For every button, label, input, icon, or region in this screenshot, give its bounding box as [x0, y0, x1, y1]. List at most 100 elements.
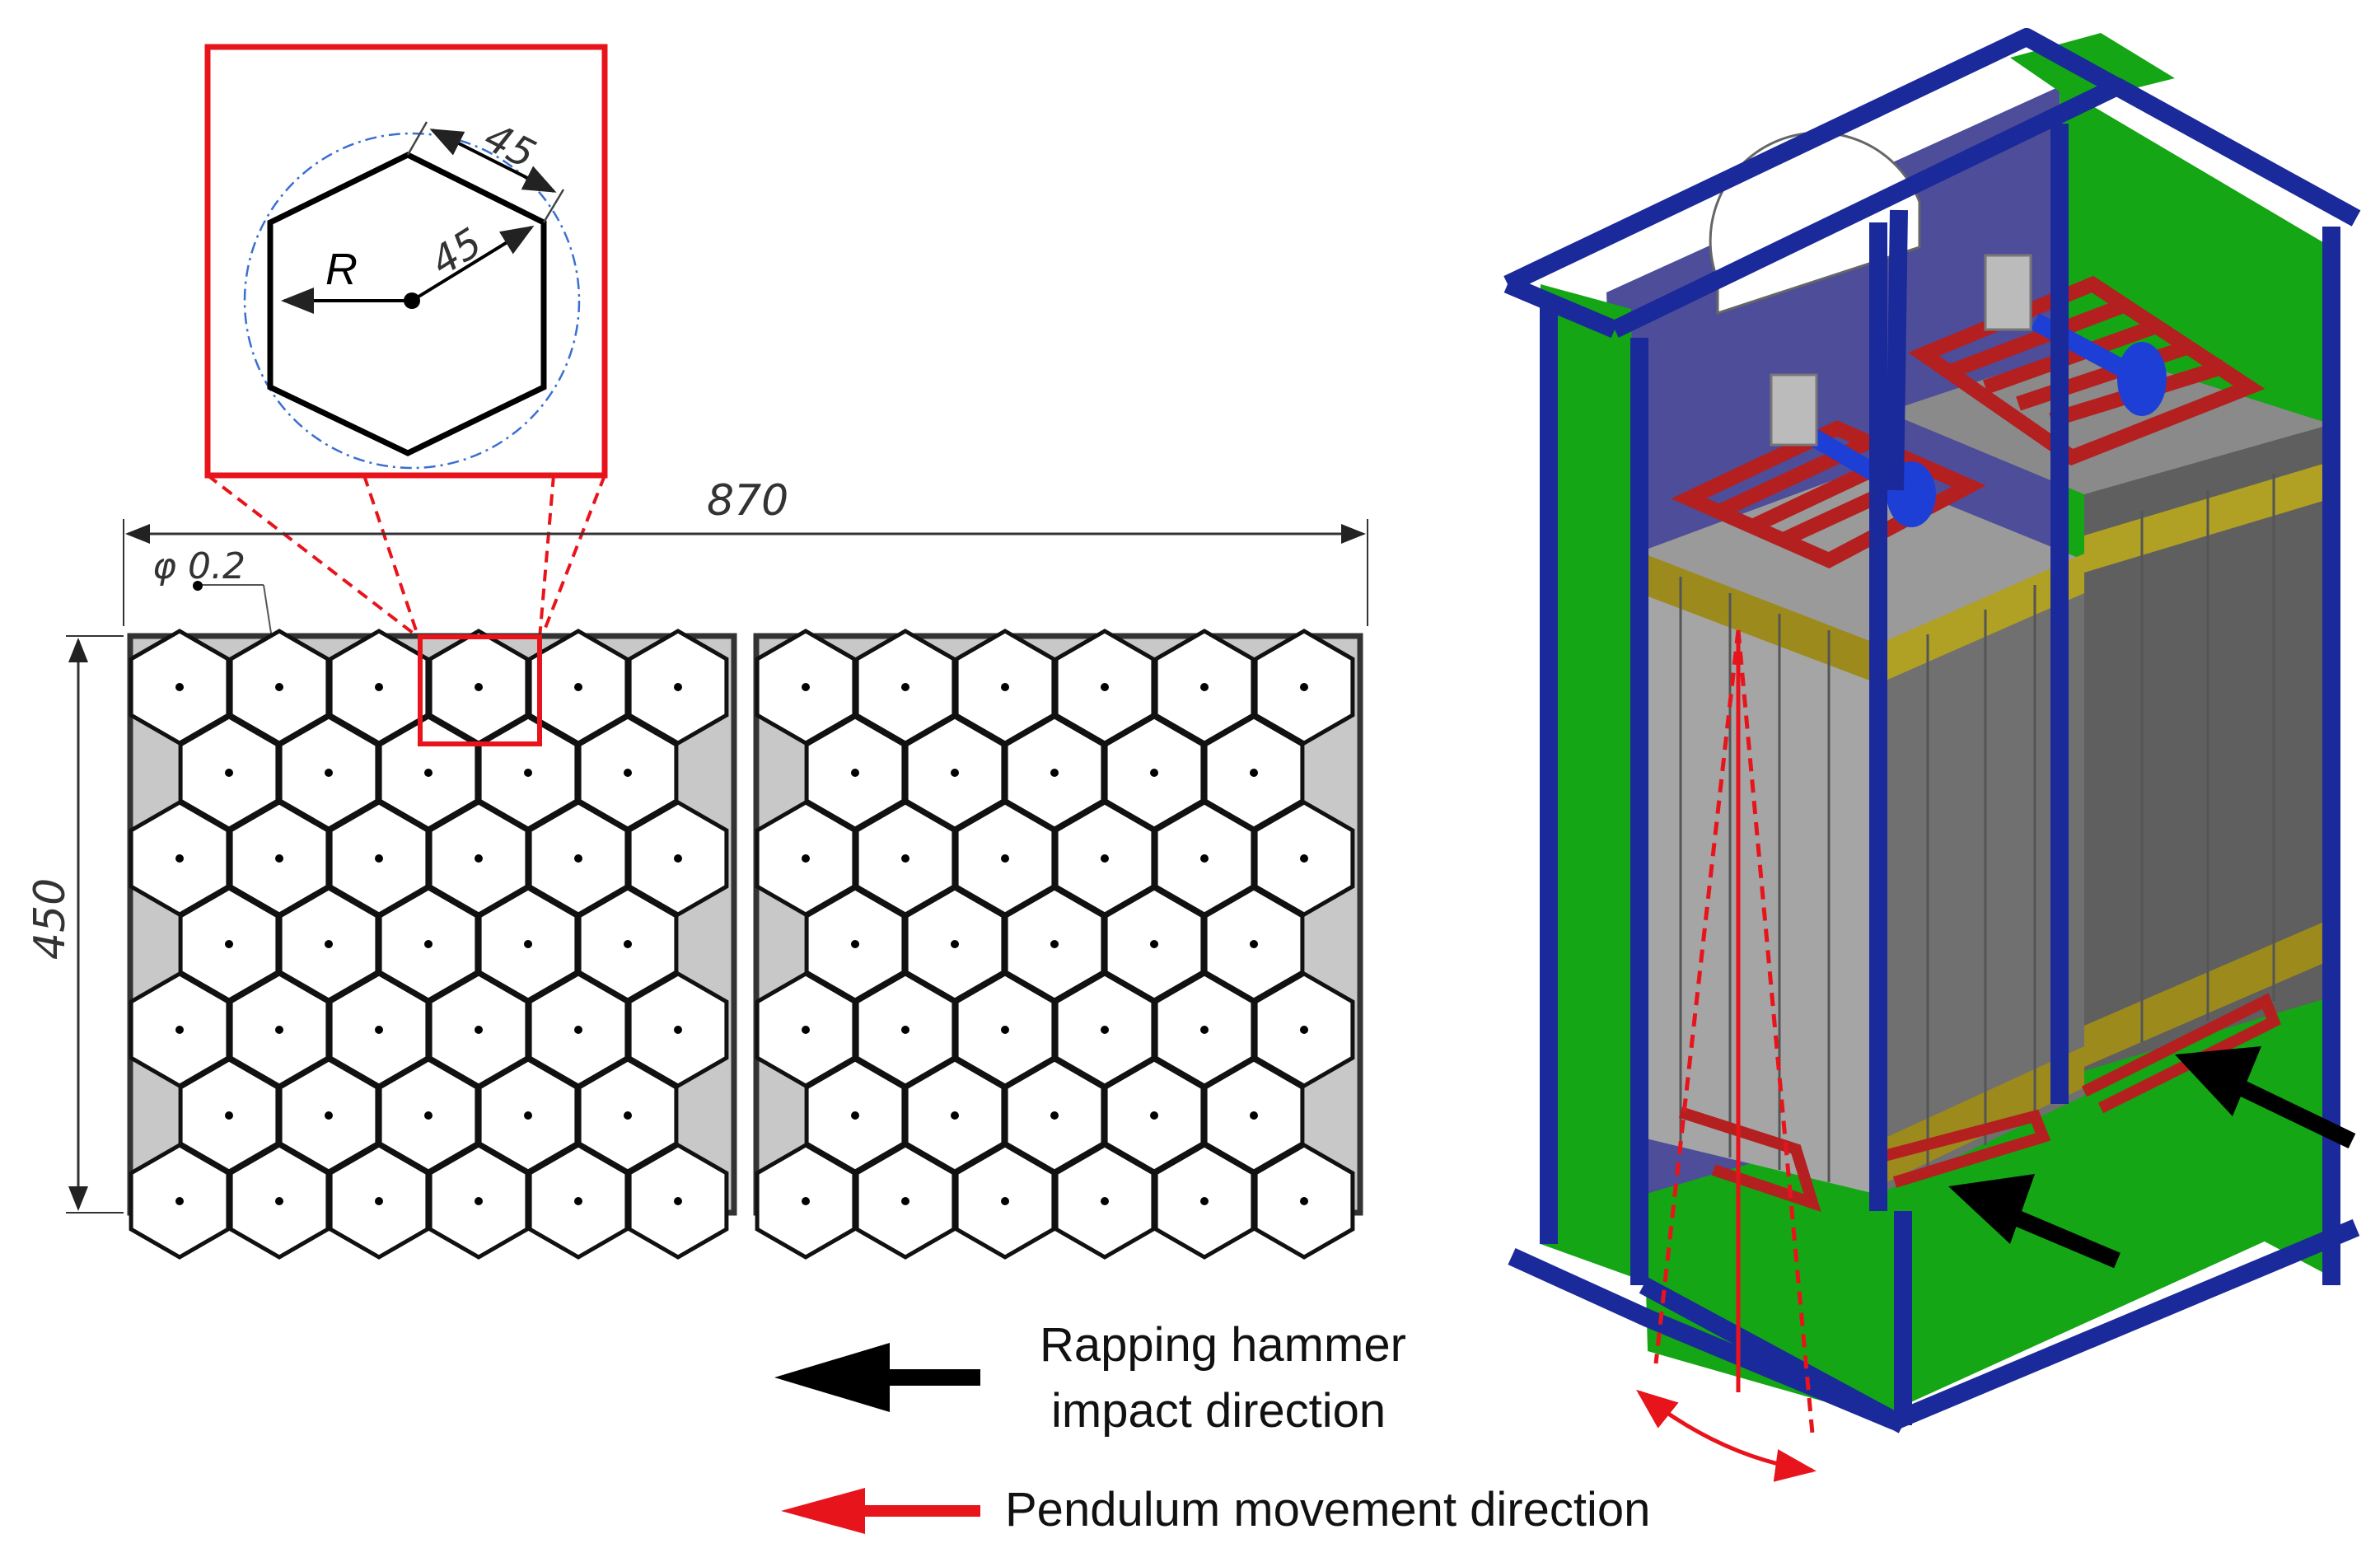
hex-center-hole: [325, 940, 333, 948]
hex-center-hole: [901, 1026, 909, 1034]
overall-width-label: 870: [707, 476, 788, 526]
dimension-lines: [66, 519, 1368, 1214]
hex-center-hole: [275, 1026, 283, 1034]
red-arrow-left-icon: [781, 1488, 980, 1534]
hex-center-hole: [325, 1111, 333, 1120]
hex-center-hole: [951, 769, 959, 777]
hex-center-hole: [674, 1026, 682, 1034]
hex-center-hole: [424, 940, 433, 948]
hex-grid-left: [129, 629, 729, 1260]
hex-center-hole: [1101, 683, 1109, 691]
hex-center-hole: [275, 1197, 283, 1205]
hex-center-hole: [624, 940, 632, 948]
hex-center-hole: [1001, 854, 1009, 863]
radius-symbol-label: R: [325, 245, 358, 294]
hex-center-hole: [851, 1111, 859, 1120]
honeycomb-plate-right: [753, 629, 1363, 1260]
hex-center-hole: [574, 1197, 582, 1205]
hex-center-hole: [1101, 1026, 1109, 1034]
hex-center-hole: [275, 854, 283, 863]
left-panel-green: [1541, 284, 1644, 1281]
detail-highlight-box: [418, 634, 542, 746]
hex-center-hole: [175, 683, 184, 691]
hex-center-hole: [574, 854, 582, 863]
hex-center-hole: [951, 1111, 959, 1120]
hex-center-hole: [1150, 769, 1158, 777]
hex-center-hole: [1200, 1197, 1209, 1205]
precipitator-assembly: [1503, 28, 2361, 1482]
hex-center-hole: [574, 683, 582, 691]
height-label: 450: [26, 878, 75, 960]
hex-center-hole: [802, 854, 810, 863]
hex-center-hole: [1150, 940, 1158, 948]
hex-center-hole: [175, 1197, 184, 1205]
hex-center-hole: [1300, 683, 1308, 691]
hex-center-hole: [375, 1197, 383, 1205]
hex-center-hole: [424, 1111, 433, 1120]
hex-center-hole: [951, 940, 959, 948]
legend-pendulum: Pendulum movement direction: [1005, 1483, 1650, 1536]
hex-center-hole: [1050, 769, 1059, 777]
hex-center-hole: [1200, 683, 1209, 691]
hex-center-hole: [901, 683, 909, 691]
hex-center-hole: [524, 1111, 532, 1120]
hex-grid-right: [755, 629, 1355, 1260]
hex-center-hole: [475, 1026, 483, 1034]
hex-center-hole: [1250, 769, 1258, 777]
hex-center-hole: [375, 683, 383, 691]
hex-center-hole: [674, 854, 682, 863]
hex-center-hole: [802, 1026, 810, 1034]
legend-rapping-line2: impact direction: [1051, 1384, 1386, 1438]
hex-center-hole: [901, 854, 909, 863]
hex-center-hole: [1101, 854, 1109, 863]
hex-detail-inset: R 45 45: [204, 44, 608, 479]
hex-center-hole: [1200, 854, 1209, 863]
pendulum-indicator: [1636, 629, 1817, 1482]
hex-center-hole: [225, 940, 233, 948]
hex-center-hole: [1300, 1026, 1308, 1034]
hex-center-hole: [1300, 854, 1308, 863]
outer-frame: [1503, 28, 2361, 1433]
hex-center-hole: [624, 1111, 632, 1120]
hex-center-hole: [574, 1026, 582, 1034]
tape-upper-left: [1639, 552, 1878, 684]
legend: Rapping hammer impact direction Pendulum…: [774, 1318, 1650, 1536]
hex-center-hole: [1300, 1197, 1308, 1205]
hex-center-hole: [1001, 1197, 1009, 1205]
hex-center-hole: [851, 769, 859, 777]
hex-center-hole: [524, 940, 532, 948]
hex-center-hole: [175, 854, 184, 863]
hex-center-hole: [225, 769, 233, 777]
hex-center-hole: [275, 683, 283, 691]
hex-center-hole: [901, 1197, 909, 1205]
hex-center-hole: [674, 1197, 682, 1205]
hex-center-hole: [802, 683, 810, 691]
hex-center-hole: [475, 854, 483, 863]
hex-center-hole: [225, 1111, 233, 1120]
hex-center-hole: [851, 940, 859, 948]
hex-center-hole: [1001, 683, 1009, 691]
hex-center-hole: [802, 1197, 810, 1205]
legend-rapping-line1: Rapping hammer: [1040, 1318, 1406, 1372]
impact-arrow-lower: [1948, 1174, 2120, 1269]
hex-center-hole: [1050, 940, 1059, 948]
hole-diameter-label: φ 0.2: [152, 545, 245, 587]
hex-center-hole: [375, 854, 383, 863]
hex-center-hole: [1150, 1111, 1158, 1120]
hex-center-hole: [424, 769, 433, 777]
zoom-lines: [206, 474, 606, 643]
hex-center-hole: [475, 1197, 483, 1205]
hex-center-hole: [475, 683, 483, 691]
impact-arrow-upper: [2175, 1046, 2356, 1149]
hex-center-hole: [1001, 1026, 1009, 1034]
hex-center-hole: [524, 769, 532, 777]
hex-center-hole: [325, 769, 333, 777]
hex-center-hole: [375, 1026, 383, 1034]
black-arrow-left-icon: [774, 1343, 980, 1412]
hex-center-hole: [1200, 1026, 1209, 1034]
hex-center-hole: [1050, 1111, 1059, 1120]
hex-center-hole: [674, 683, 682, 691]
hex-center-hole: [624, 769, 632, 777]
hex-center-hole: [1101, 1197, 1109, 1205]
